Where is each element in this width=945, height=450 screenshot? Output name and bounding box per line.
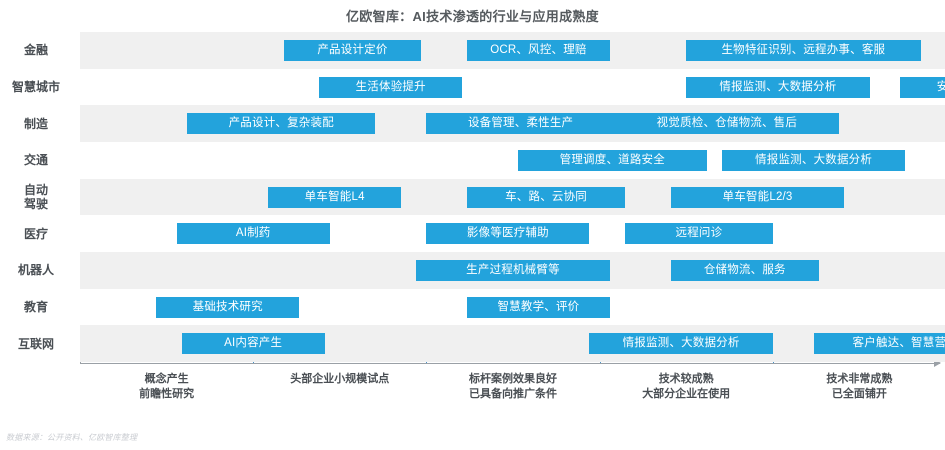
maturity-bar[interactable]: 生物特征识别、远程办事、客服 xyxy=(686,39,921,61)
stage-caption-line1: 技术非常成熟 xyxy=(826,373,893,385)
row-label-text: 驾驶 xyxy=(23,197,48,211)
row-label-医疗: 医疗 xyxy=(0,227,72,241)
maturity-bar[interactable]: AI内容产生 xyxy=(181,333,325,355)
row-label-金融: 金融 xyxy=(0,43,72,57)
stage-caption-line1: 头部企业小规模试点 xyxy=(290,373,390,385)
stage-caption: 头部企业小规模试点 xyxy=(250,372,430,387)
row-label-text: 制造 xyxy=(23,116,48,131)
row-label-互联网: 互联网 xyxy=(0,337,72,351)
stage-caption-line2: 已具备向推广条件 xyxy=(469,388,557,400)
maturity-bar[interactable]: 客户触达、智慧营销 xyxy=(813,333,945,355)
maturity-bar[interactable]: 产品设计定价 xyxy=(283,39,422,61)
maturity-bar[interactable]: 管理调度、道路安全 xyxy=(518,149,707,171)
row-label-text: 智慧城市 xyxy=(11,80,60,94)
stage-caption: 技术非常成熟已全面铺开 xyxy=(769,372,945,402)
maturity-bar[interactable]: 安防 xyxy=(900,76,945,98)
maturity-bar[interactable]: 产品设计、复杂装配 xyxy=(187,113,376,135)
maturity-bar[interactable]: 情报监测、大数据分析 xyxy=(686,76,870,98)
maturity-bar[interactable]: 远程问诊 xyxy=(625,223,773,245)
row-label-制造: 制造 xyxy=(0,117,72,131)
row-label-智慧城市: 智慧城市 xyxy=(0,80,72,94)
row-label-机器人: 机器人 xyxy=(0,263,72,277)
maturity-bar[interactable]: 设备管理、柔性生产 xyxy=(426,113,615,135)
row-label-text: 自动 xyxy=(23,183,48,197)
maturity-bar[interactable]: OCR、风控、理赔 xyxy=(467,39,610,61)
row-label-text: 交通 xyxy=(23,153,48,168)
page-title: 亿欧智库：AI技术渗透的行业与应用成熟度 xyxy=(345,9,599,24)
maturity-bar[interactable]: 生产过程机械臂等 xyxy=(416,259,610,281)
row-label-自动驾驶: 自动驾驶 xyxy=(0,183,72,211)
stage-caption-line1: 概念产生 xyxy=(144,373,189,385)
maturity-bar[interactable]: 视觉质检、仓储物流、售后 xyxy=(614,113,839,135)
stage-caption: 技术较成熟大部分企业在使用 xyxy=(596,372,776,402)
row-label-text: 互联网 xyxy=(17,336,54,351)
stage-caption-line1: 技术较成熟 xyxy=(658,373,714,385)
row-label-text: 医疗 xyxy=(23,226,48,241)
row-label-教育: 教育 xyxy=(0,300,72,314)
maturity-bar[interactable]: 车、路、云协同 xyxy=(467,186,626,208)
stage-caption-line2: 大部分企业在使用 xyxy=(642,388,731,400)
maturity-bar[interactable]: 情报监测、大数据分析 xyxy=(721,149,906,171)
maturity-bar[interactable]: 智慧教学、评价 xyxy=(467,296,610,318)
maturity-bar[interactable]: 基础技术研究 xyxy=(156,296,300,318)
x-axis-line xyxy=(80,363,940,364)
maturity-bar[interactable]: 单车智能L4 xyxy=(268,186,401,208)
stage-caption: 概念产生前瞻性研究 xyxy=(77,372,257,402)
row-label-text: 金融 xyxy=(23,43,48,58)
stage-caption-line2: 前瞻性研究 xyxy=(139,388,195,400)
stage-caption-line2: 已全面铺开 xyxy=(831,388,887,400)
maturity-bar[interactable]: 仓储物流、服务 xyxy=(670,259,819,281)
source-note: 数据来源：公开资料、亿欧智库整理 xyxy=(6,433,138,442)
row-label-text: 机器人 xyxy=(17,263,54,278)
maturity-bar[interactable]: 影像等医疗辅助 xyxy=(426,223,590,245)
maturity-bar[interactable]: 单车智能L2/3 xyxy=(670,186,845,208)
maturity-bar[interactable]: 生活体验提升 xyxy=(319,76,463,98)
stage-caption-line1: 标杆案例效果良好 xyxy=(469,373,557,385)
stage-caption: 标杆案例效果良好已具备向推广条件 xyxy=(423,372,603,402)
x-axis-arrow-icon xyxy=(934,359,941,367)
maturity-bar[interactable]: 情报监测、大数据分析 xyxy=(589,333,773,355)
row-label-text: 教育 xyxy=(23,300,48,314)
row-label-交通: 交通 xyxy=(0,153,72,167)
maturity-bar[interactable]: AI制药 xyxy=(176,223,330,245)
